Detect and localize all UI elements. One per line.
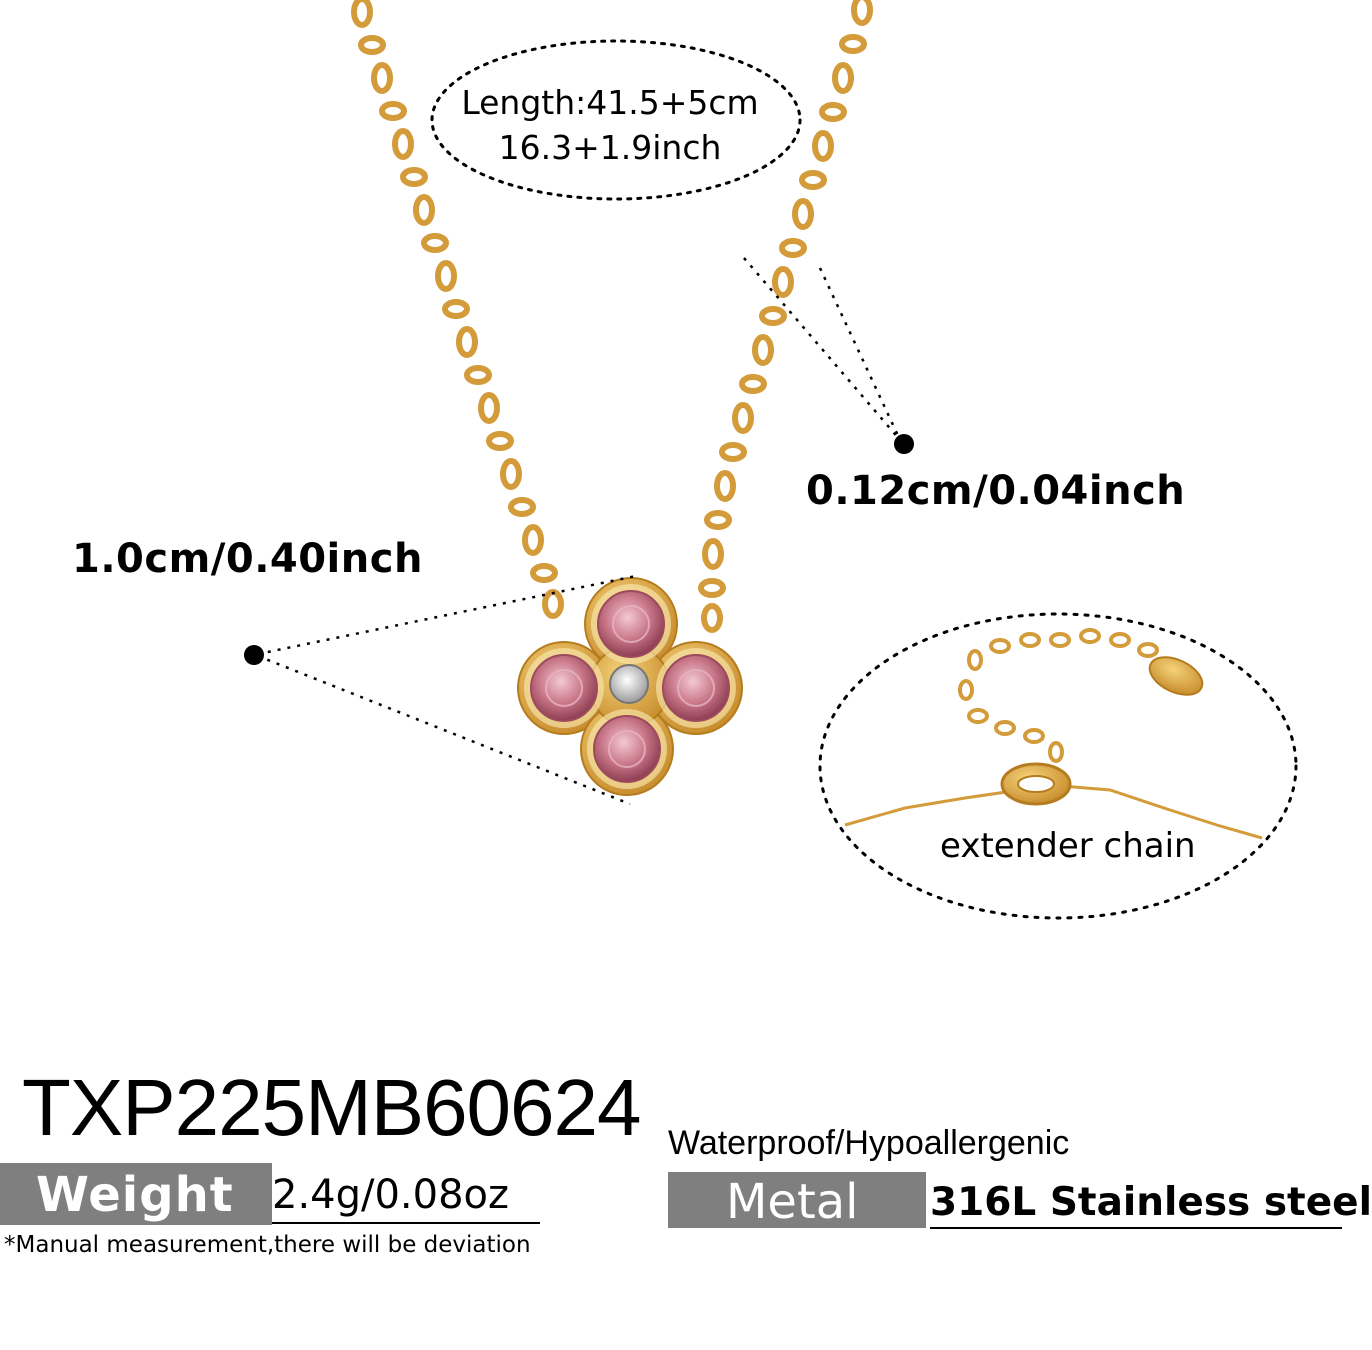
product-sku: TXP225MB60624 [22,1063,642,1152]
clover-pendant [517,577,743,796]
extender-chain-art [844,628,1263,840]
extender-ellipse [818,612,1298,920]
length-ellipse [430,39,802,201]
pendant-size-label: 1.0cm/0.40inch [72,536,423,582]
length-inch: 16.3+1.9inch [498,128,722,167]
metal-tag: Metal [668,1172,926,1230]
weight-tag: Weight [0,1163,272,1225]
thickness-dot [894,434,914,454]
chain-thickness-label: 0.12cm/0.04inch [806,468,1186,514]
length-cm: Length:41.5+5cm [461,83,759,122]
pendant-size-dot [244,645,264,665]
features-label: Waterproof/Hypoallergenic [668,1124,1070,1162]
length-label: Length:41.5+5cm 16.3+1.9inch [440,80,780,170]
thickness-pointer [743,257,902,441]
pendant-size-pointer [257,574,637,806]
weight-value: 2.4g/0.08oz [272,1172,540,1224]
metal-label: Metal [726,1174,859,1230]
lobster-clasp [1000,762,1072,806]
extender-chain-label: extender chain [940,826,1196,866]
center-stone [609,664,649,704]
metal-value: 316L Stainless steel [930,1180,1372,1229]
pink-stones [530,590,730,783]
extender-tag [1148,656,1204,696]
measurement-note: *Manual measurement,there will be deviat… [4,1232,531,1258]
right-chain [698,0,873,633]
weight-label: Weight [36,1167,234,1223]
